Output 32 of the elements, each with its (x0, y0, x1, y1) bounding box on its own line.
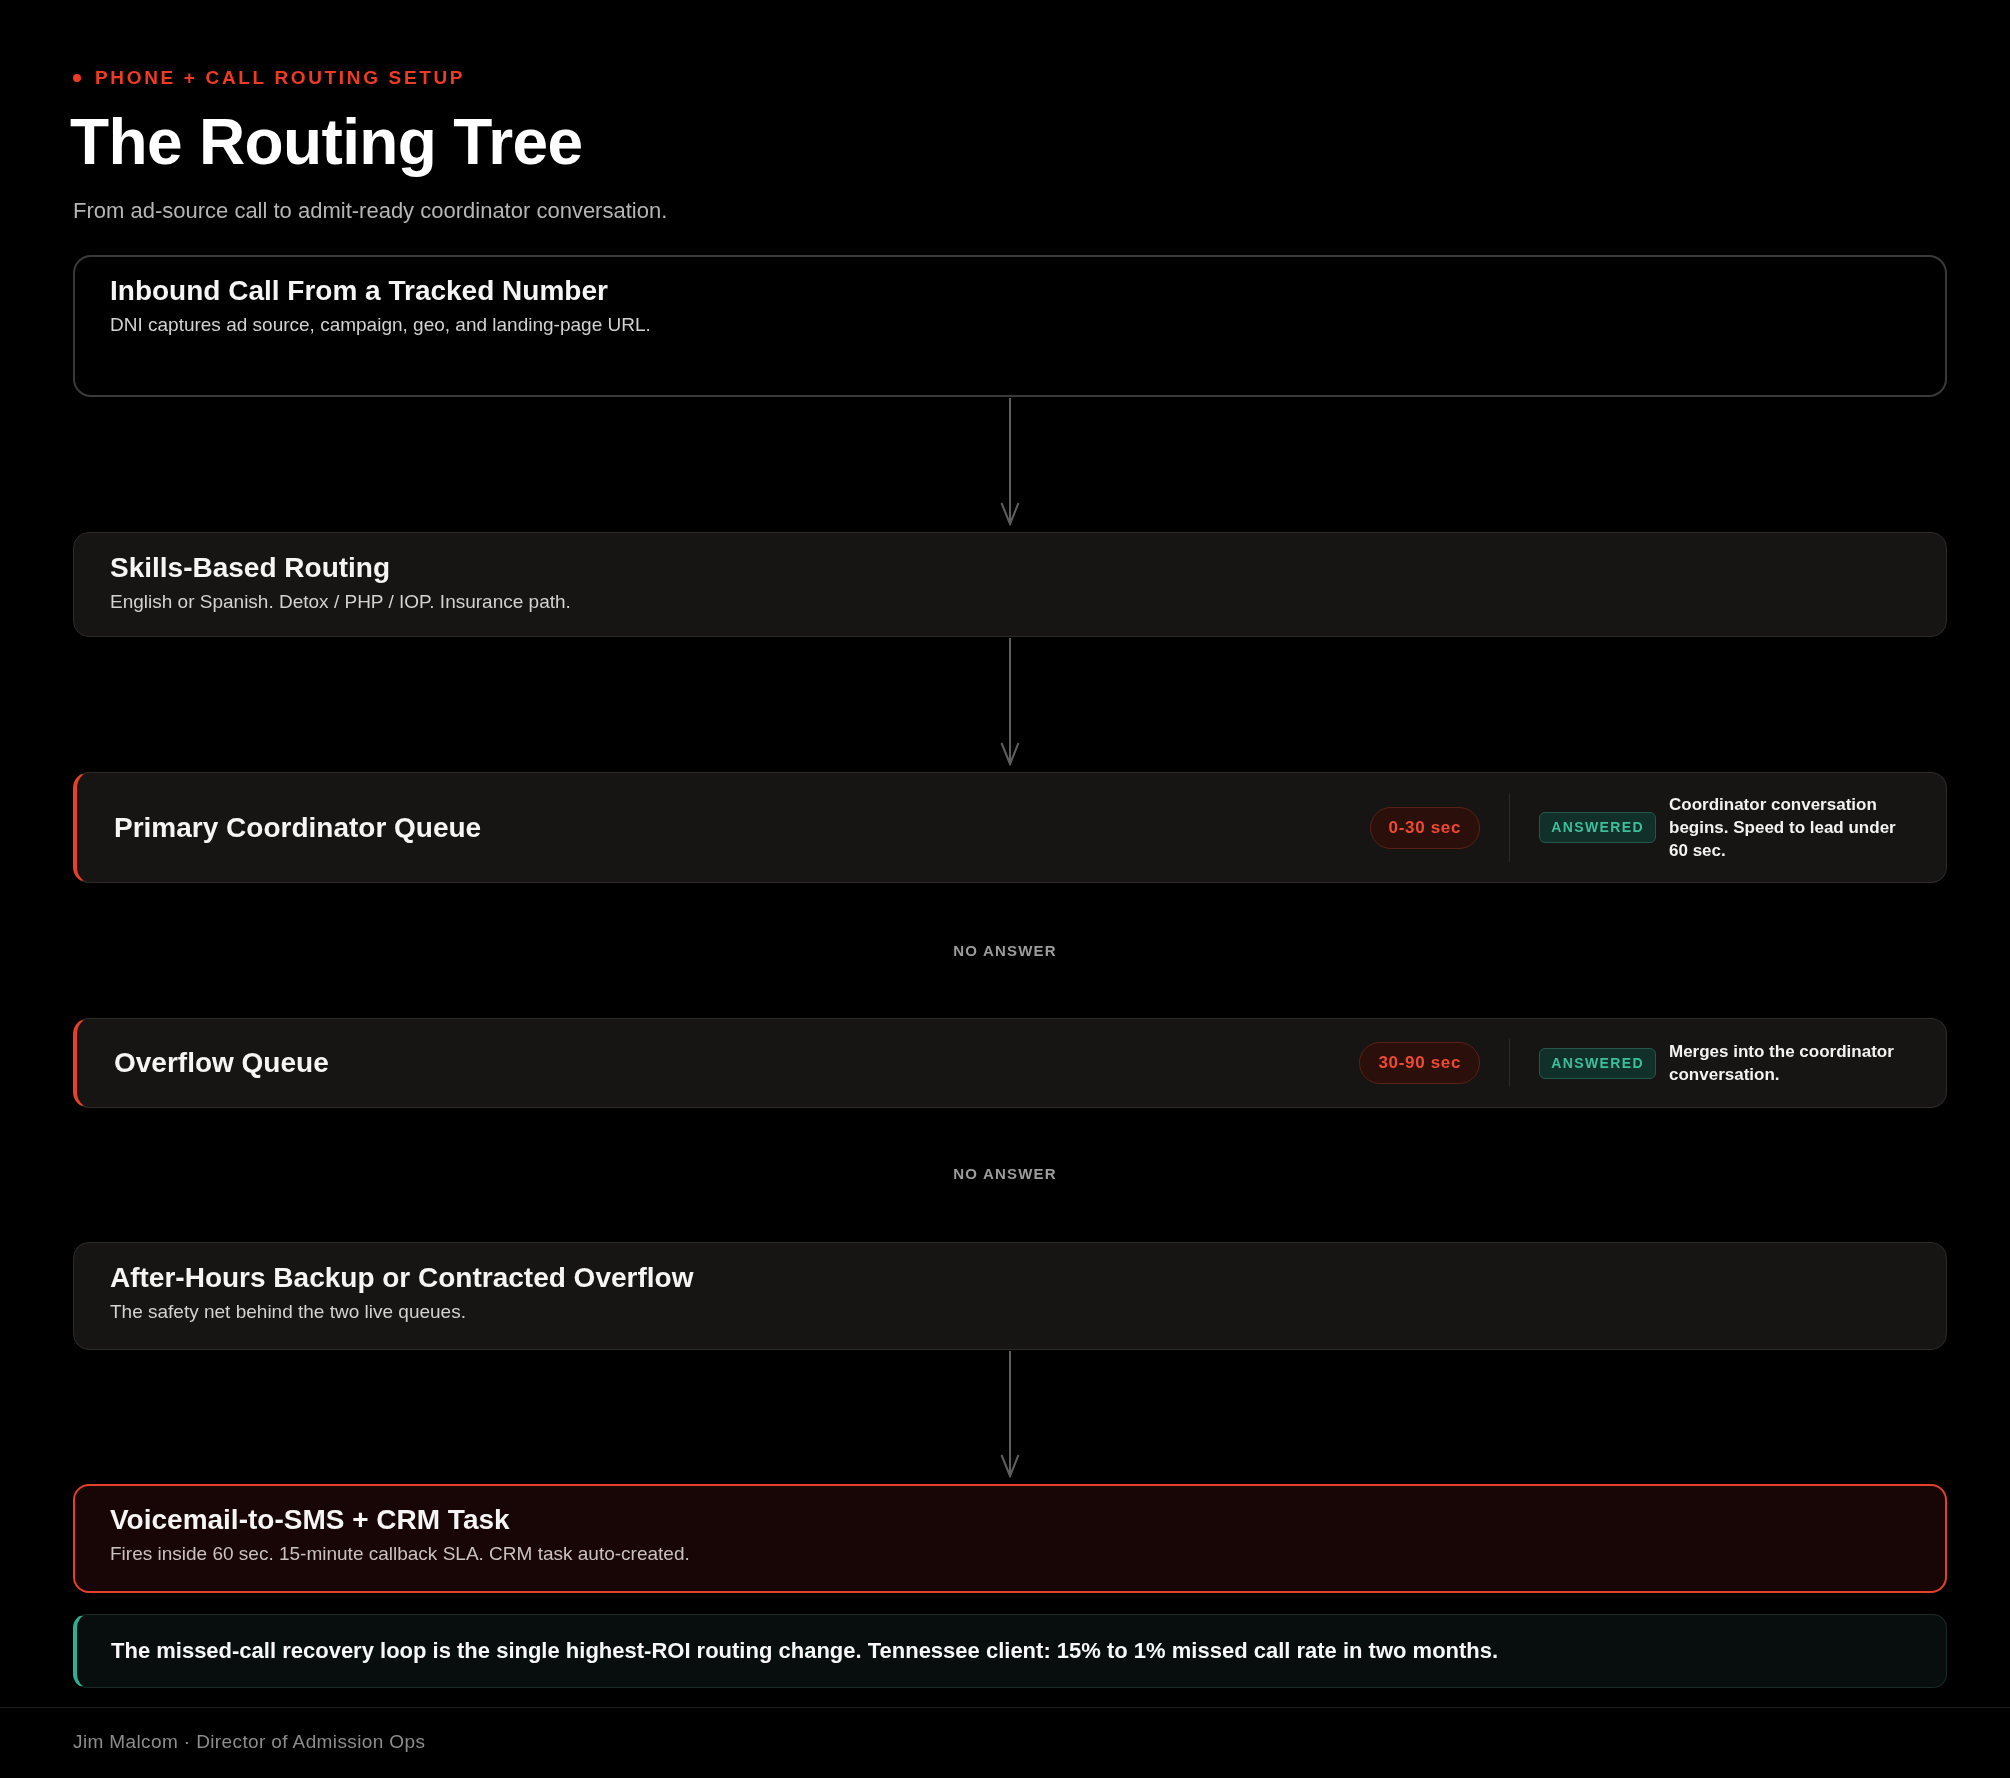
node-title: Inbound Call From a Tracked Number (110, 274, 609, 308)
eyebrow-label: PHONE + CALL ROUTING SETUP (95, 66, 466, 90)
node-title: After-Hours Backup or Contracted Overflow (110, 1261, 695, 1295)
callout-box (73, 1614, 1947, 1688)
footer-credit: Jim Malcom · Director of Admission Ops (73, 1730, 426, 1754)
node-title: Voicemail-to-SMS + CRM Task (110, 1503, 511, 1537)
node-title: Skills-Based Routing (110, 551, 392, 585)
queue-box (73, 772, 1947, 883)
subtitle: From ad-source call to admit-ready coordinator conversation. (73, 197, 668, 225)
time-range-tag: 30-90 sec (1359, 1042, 1481, 1084)
node-description: Fires inside 60 sec. 15-minute callback SLA. CRM task auto-created. (110, 1542, 691, 1566)
fallback-box (73, 1484, 1947, 1593)
arrow (1000, 397, 1020, 525)
flow-label: NO ANSWER (953, 941, 1057, 961)
queue-description: Merges into the coordinator conversation. (1669, 1041, 1895, 1086)
node-description: The safety net behind the two live queues. (110, 1300, 467, 1324)
queue-title: Primary Coordinator Queue (114, 810, 482, 845)
time-range-tag: 0-30 sec (1369, 806, 1481, 849)
queue-title: Overflow Queue (114, 1046, 329, 1080)
process-box (73, 532, 1947, 637)
arrow (1000, 637, 1020, 765)
node-description: English or Spanish. Detox / PHP / IOP. Insurance path. (110, 590, 572, 614)
queue-box (73, 1018, 1947, 1108)
callout-text: The missed-call recovery loop is the single highest-ROI routing change. Tennessee client: 15% to 1% missed call rate in two months. (111, 1637, 1499, 1665)
process-box (73, 255, 1947, 397)
arrow (1000, 1350, 1020, 1477)
process-box (73, 1242, 1947, 1350)
flow-label: NO ANSWER (953, 1164, 1057, 1184)
status-tag: ANSWERED (1539, 1047, 1656, 1079)
status-tag: ANSWERED (1539, 812, 1656, 843)
node-description: DNI captures ad source, campaign, geo, and landing-page URL. (110, 313, 652, 337)
queue-description: Coordinator conversation begins. Speed to lead under 60 sec. (1669, 794, 1897, 862)
